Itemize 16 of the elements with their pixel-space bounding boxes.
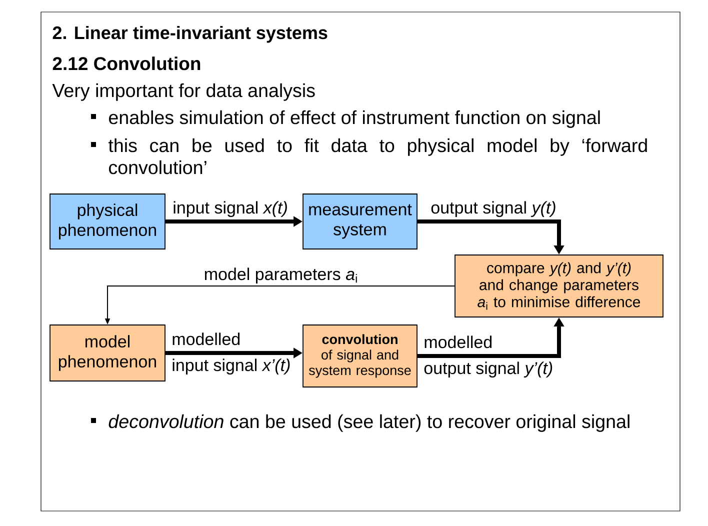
process-box: model phenomenon [50,324,166,382]
bullet-text: enables simulation of effect of instrument function on signal [109,110,600,128]
edge-label: model parameters a$_{i}$ [202,266,360,285]
slide-title: 2. Linear time-invariant systems [52,26,328,43]
edge-label: input signal x(t) [172,200,289,218]
bullet-text: this can be used to fit data to physical model by ‘forward convolution’ [108,138,647,174]
edge-label: modelled output signal y’(t) [424,336,552,378]
bullet-text: deconvolution can be used (see later) to recover original signal [108,414,630,432]
process-box: physical phenomenon [50,194,166,250]
edge-label: output signal y(t) [430,200,558,218]
process-box: compare y(t) and y’(t) and change parameters a$_{i}$ to minimise difference [454,254,664,318]
edge-label: modelled input signal x’(t) [172,332,290,375]
process-box: measurement system [302,194,418,250]
section-heading: 2.12 Convolution [52,56,200,70]
body-text: Very important for data analysis [52,83,315,101]
process-box: convolution of signal and system response [302,324,418,388]
